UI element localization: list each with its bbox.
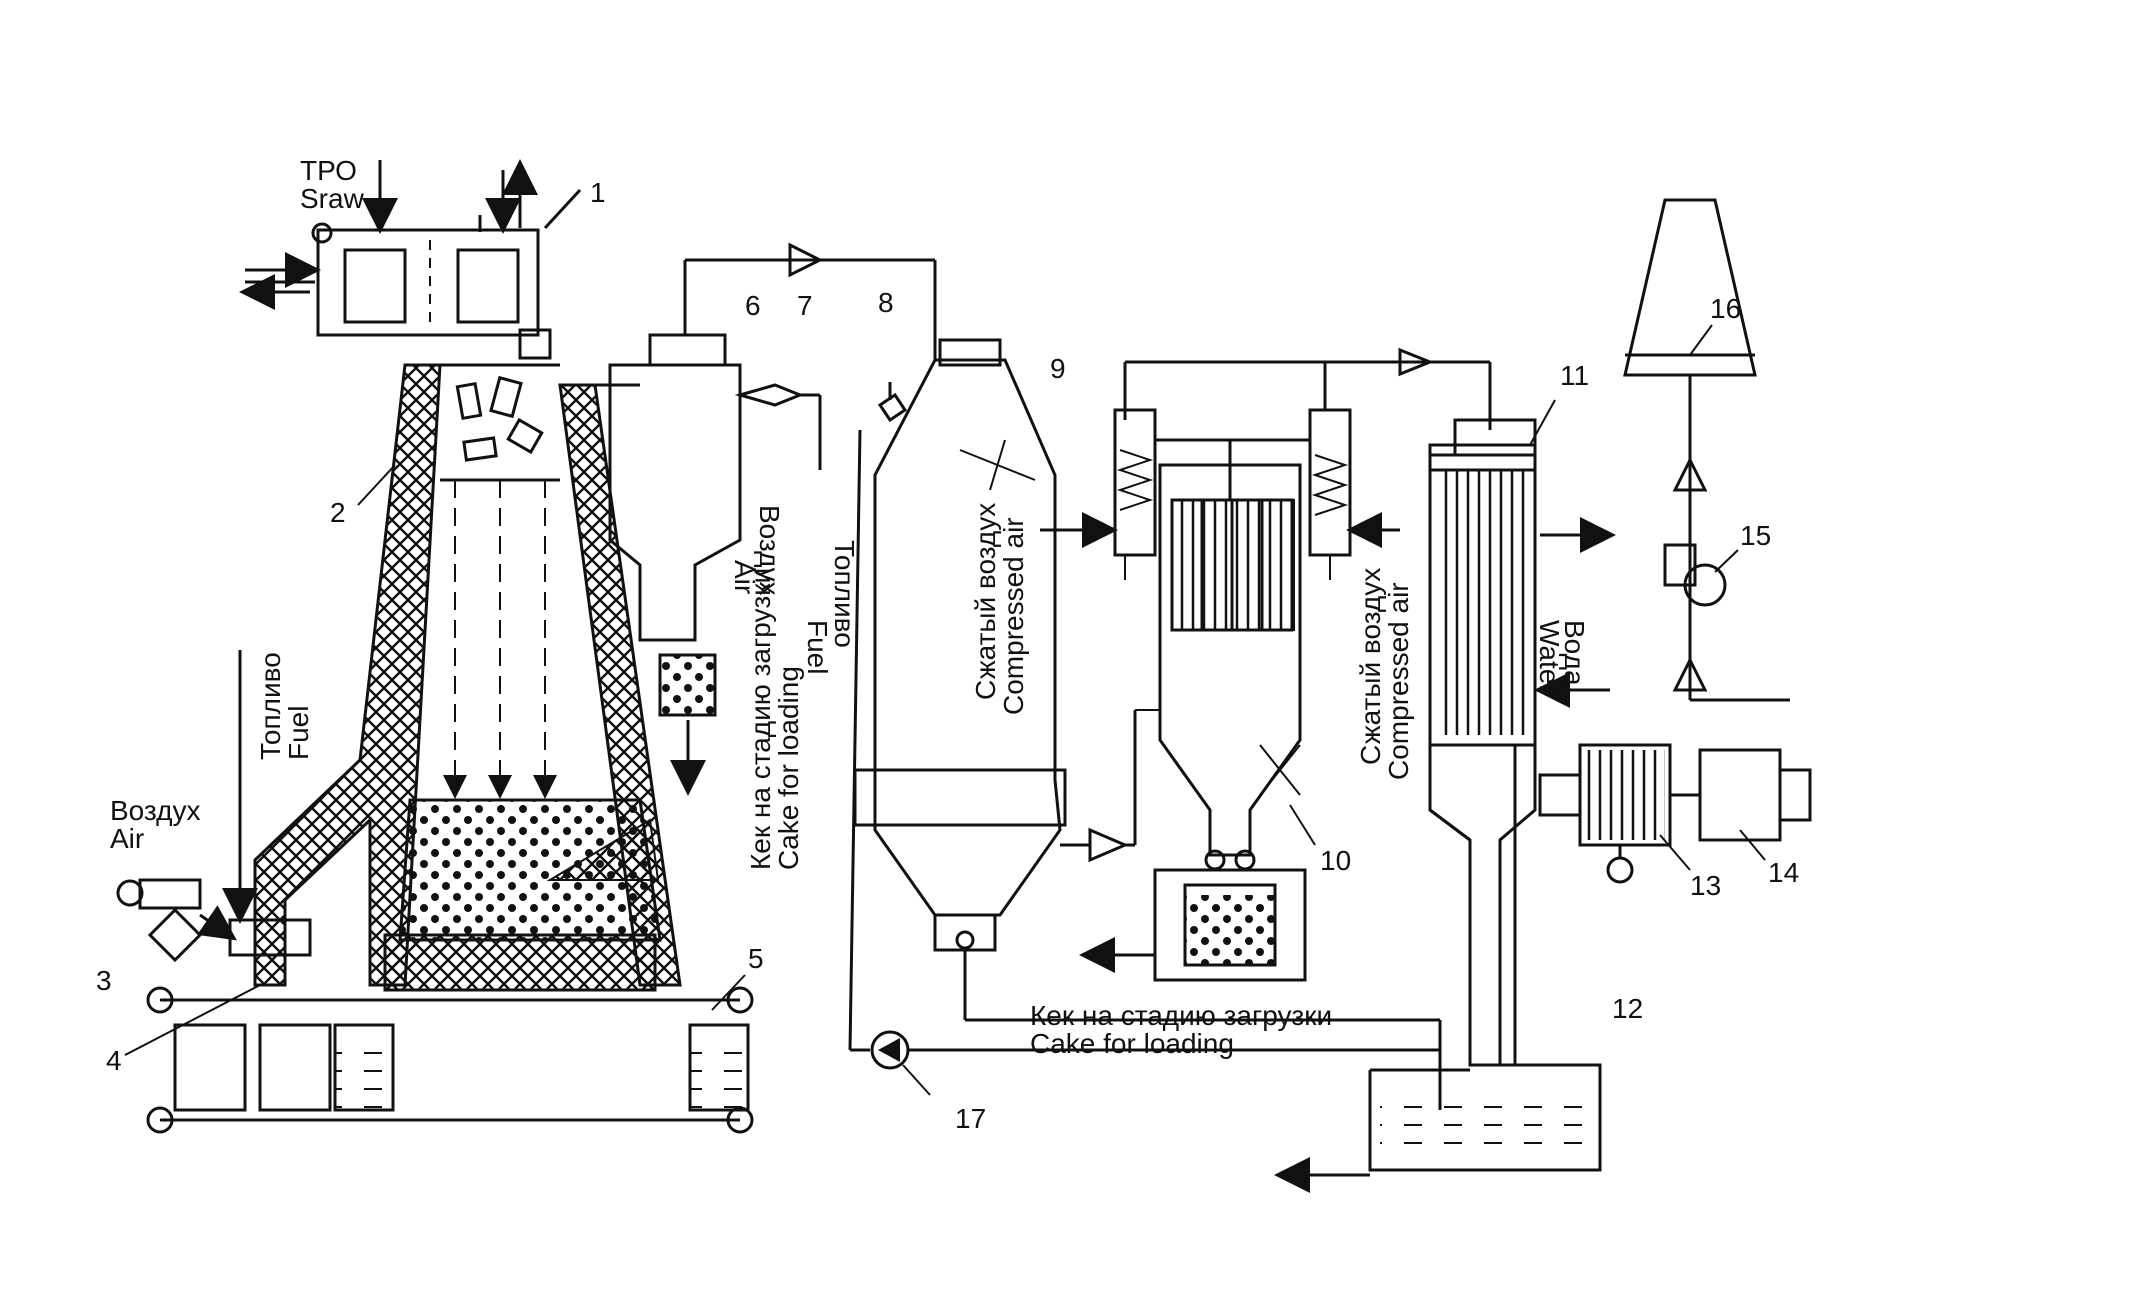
bag-filter-unit [1040,347,1492,982]
cake-en-bottom-label: Cake for loading [1030,1028,1234,1059]
label-11: 11 [1560,360,1589,391]
compressed-ru-2-label: Сжатый воздух [1355,568,1386,765]
cake-ru-vertical-label: Кек на стадию загрузки [745,568,776,870]
label-13: 13 [1690,870,1721,901]
fuel-ru-mid-label: Топливо [829,540,860,648]
tpo-en-label: Sraw [300,183,365,214]
water-en-label: Water [1534,620,1565,694]
label-7: 7 [797,290,813,321]
label-4: 4 [106,1045,122,1076]
conveyor-unit [146,986,754,1134]
air-ru-left-label: Воздух [110,795,201,826]
label-3: 3 [96,965,112,996]
label-10: 10 [1320,845,1351,876]
label-12: 12 [1612,993,1643,1024]
label-14: 14 [1768,857,1799,888]
furnace-unit [116,363,682,992]
air-ru-mid-label: Воздух [754,505,785,596]
cake-ru-bottom-label: Кек на стадию загрузки [1030,1000,1332,1031]
cyclone-unit [560,242,937,796]
tpo-ru-label: ТРО [300,155,357,186]
cake-en-vertical-label: Cake for loading [773,666,804,870]
fuel-en-mid-label: Fuel [802,620,833,674]
compressed-en-2-label: Compressed air [1383,582,1414,780]
fuel-ru-left-label: Топливо [255,652,286,760]
label-17: 17 [955,1103,986,1134]
compressed-en-1-label: Compressed air [998,517,1029,715]
label-9: 9 [1050,353,1066,384]
water-ru-label: Вода [1559,620,1590,686]
compressed-ru-1-label: Сжатый воздух [970,503,1001,700]
cooler-unit [1274,418,1616,1193]
label-16: 16 [1710,293,1741,324]
feeder-unit [239,159,582,360]
exchanger-unit [1538,743,1812,884]
air-en-mid-label: Air [729,560,760,594]
label-15: 15 [1740,520,1771,551]
air-en-left-label: Air [110,823,144,854]
label-2: 2 [330,497,346,528]
scrubber-unit [848,338,1442,1110]
stack-unit [1623,198,1790,702]
label-1: 1 [590,177,606,208]
label-6: 6 [745,290,761,321]
label-5: 5 [748,943,764,974]
fuel-en-left-label: Fuel [283,706,314,760]
label-8: 8 [878,287,894,318]
